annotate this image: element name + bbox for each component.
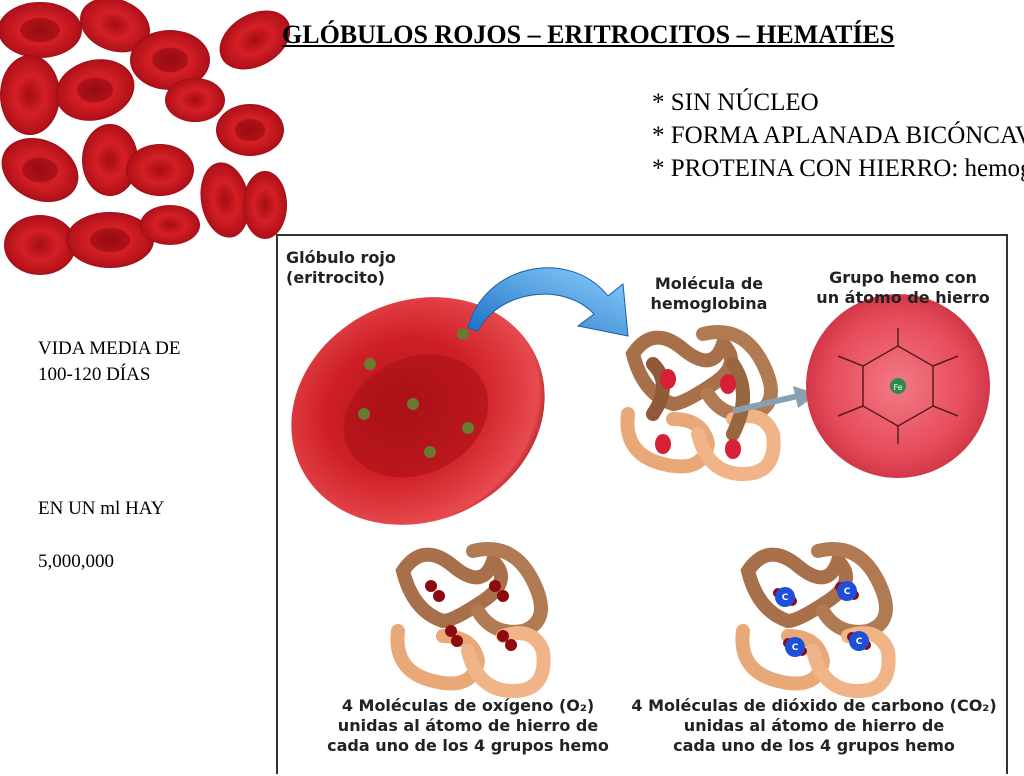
- oxygen-label-line-3: cada uno de los 4 grupos hemo: [327, 736, 609, 755]
- co2-carbon-label: C: [782, 593, 789, 603]
- oxygen-label: 4 Moléculas de oxígeno (O₂) unidas al át…: [318, 696, 618, 756]
- life-span-line-1: VIDA MEDIA DE: [38, 338, 181, 359]
- co2-carbon-label: C: [792, 643, 799, 653]
- heme-label-line-2: un átomo de hierro: [816, 288, 990, 307]
- hemoglobin-label-line-1: Molécula de: [654, 274, 764, 293]
- feature-list: * SIN NÚCLEO * FORMA APLANADA BICÓNCAVA …: [652, 86, 1024, 185]
- zoom-arrow: [467, 267, 629, 337]
- rbc-label: Glóbulo rojo (eritrocito): [286, 248, 396, 288]
- life-span-text: VIDA MEDIA DE 100-120 DÍAS: [38, 336, 238, 388]
- diagram-illustration: Fe: [291, 267, 990, 699]
- life-span-line-2: 100-120 DÍAS: [38, 364, 151, 385]
- hemoglobin-label-line-2: hemoglobina: [650, 294, 768, 313]
- page-title: GLÓBULOS ROJOS – ERITROCITOS – HEMATÍES: [282, 20, 895, 49]
- co2-carbon-label: C: [856, 637, 863, 647]
- heme-group-illustration: Fe: [806, 294, 990, 478]
- rbc-label-line-2: (eritrocito): [286, 268, 385, 287]
- cell-count: 5,000,000: [38, 551, 114, 572]
- co2-label-line-2: unidas al átomo de hierro de: [683, 716, 945, 735]
- feature-biconcave-shape: * FORMA APLANADA BICÓNCAVA: [652, 122, 1024, 149]
- iron-atom-label: Fe: [893, 383, 902, 392]
- feature-iron-protein: * PROTEINA CON HIERRO: hemoglobina: [652, 155, 1024, 182]
- carbon-dioxide-hemoglobin: C C C C: [735, 542, 896, 699]
- hemoglobin-molecule: [620, 325, 781, 482]
- oxygen-hemoglobin: [390, 542, 551, 699]
- red-blood-cell-illustration: [291, 297, 545, 525]
- heme-label-line-1: Grupo hemo con: [829, 268, 977, 287]
- co2-label-line-1: 4 Moléculas de dióxido de carbono (CO₂): [631, 696, 997, 715]
- per-ml-text: EN UN ml HAY: [38, 498, 165, 519]
- heme-pointer-arrow: [732, 393, 799, 414]
- co2-carbon-label: C: [844, 587, 851, 597]
- carbon-dioxide-label: 4 Moléculas de dióxido de carbono (CO₂) …: [624, 696, 1004, 756]
- hemoglobin-diagram: Fe: [276, 234, 1008, 774]
- co2-label-line-3: cada uno de los 4 grupos hemo: [673, 736, 955, 755]
- rbc-label-line-1: Glóbulo rojo: [286, 248, 396, 267]
- oxygen-label-line-2: unidas al átomo de hierro de: [337, 716, 599, 735]
- red-blood-cells-photo: [0, 0, 290, 278]
- feature-no-nucleus: * SIN NÚCLEO: [652, 89, 819, 116]
- heme-group-label: Grupo hemo con un átomo de hierro: [808, 268, 998, 308]
- oxygen-label-line-1: 4 Moléculas de oxígeno (O₂): [341, 696, 595, 715]
- hemoglobin-label: Molécula de hemoglobina: [636, 274, 782, 314]
